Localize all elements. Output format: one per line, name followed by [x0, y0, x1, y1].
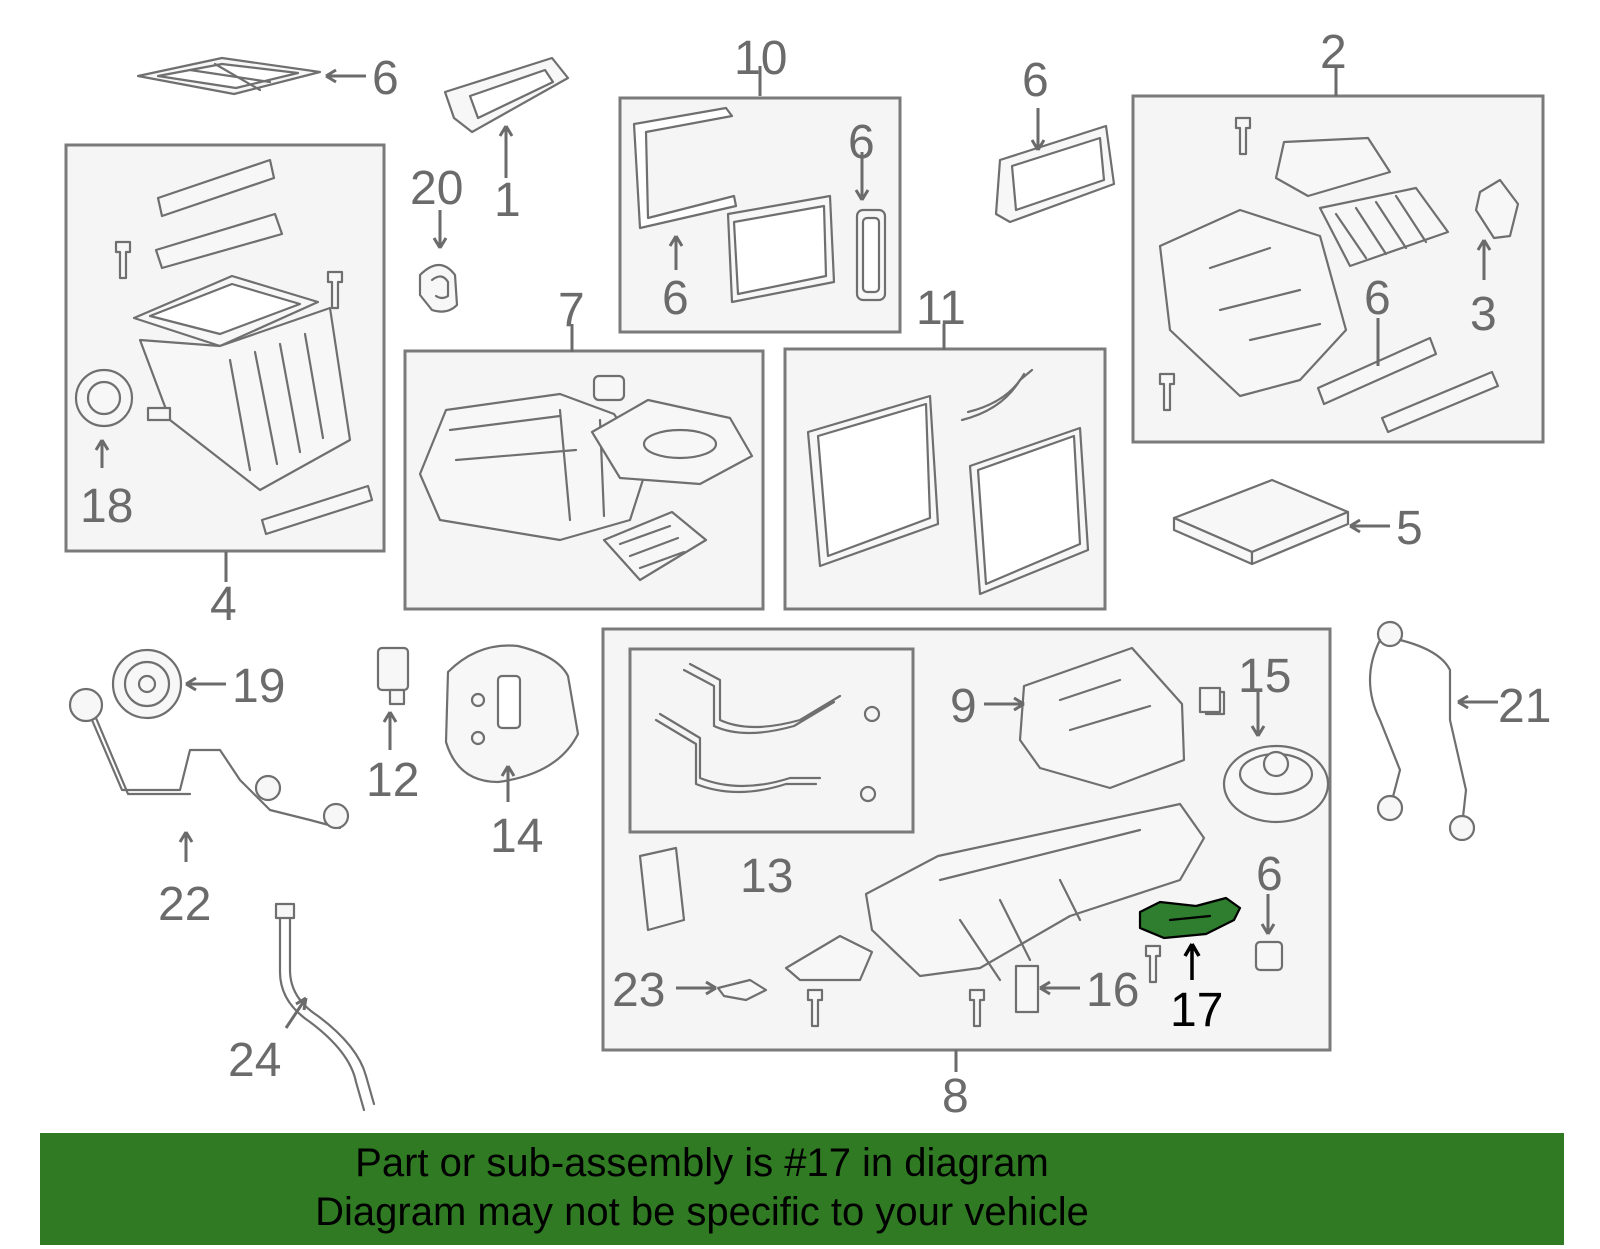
callout-5: 5	[1396, 502, 1423, 555]
evaporator-part-10	[632, 106, 887, 304]
callout-24: 24	[228, 1034, 281, 1087]
callout-1: 1	[494, 174, 521, 227]
cabin-filter-part-5	[1172, 478, 1350, 566]
banner-line-1: Part or sub-assembly is #17 in diagram	[355, 1141, 1049, 1185]
callout-2: 2	[1320, 26, 1347, 79]
harness-part-21	[1368, 620, 1476, 842]
callout-9: 9	[950, 680, 977, 733]
callout-15: 15	[1238, 650, 1291, 703]
callout-16: 16	[1086, 964, 1139, 1017]
banner-line-2: Diagram may not be specific to your vehi…	[315, 1190, 1089, 1234]
callout-3: 3	[1470, 288, 1497, 341]
case-part-9	[1018, 646, 1186, 790]
blower-case-part-2	[1158, 116, 1520, 434]
callout-6-a: 6	[372, 52, 399, 105]
callout-19: 19	[232, 660, 285, 713]
callout-18: 18	[80, 480, 133, 533]
callout-14: 14	[490, 810, 543, 863]
case-half-part-7	[418, 374, 754, 582]
callout-23: 23	[612, 964, 665, 1017]
duct-part-1	[443, 56, 570, 134]
callout-21: 21	[1498, 680, 1551, 733]
gear-part-19	[111, 648, 183, 720]
callout-6-f: 6	[1256, 848, 1283, 901]
heater-case-part-4	[74, 158, 374, 536]
callout-20: 20	[410, 162, 463, 215]
callout-8: 8	[942, 1070, 969, 1123]
info-banner: Part or sub-assembly is #17 in diagram D…	[40, 1133, 1564, 1245]
callout-4: 4	[210, 578, 237, 631]
callout-6-b: 6	[848, 116, 875, 169]
evaporator-core-part-11	[806, 368, 1090, 596]
hose-part-24	[274, 902, 376, 1112]
callout-arrows	[94, 66, 1498, 1072]
callout-7: 7	[558, 284, 585, 337]
part-17-highlighted	[1138, 896, 1242, 940]
lines-part-13	[654, 662, 881, 803]
callout-13: 13	[740, 850, 793, 903]
harness-part-22	[68, 687, 350, 830]
seal-part-20	[418, 263, 459, 313]
callout-22: 22	[158, 878, 211, 931]
door-part-14	[444, 644, 580, 784]
case-part-8	[638, 686, 1284, 1028]
sensor-part-12	[376, 646, 410, 706]
group-box-13	[628, 647, 915, 834]
callout-11: 11	[916, 282, 966, 335]
callout-17: 17	[1170, 984, 1223, 1037]
callout-12: 12	[366, 754, 419, 807]
callout-10: 10	[734, 32, 787, 85]
callout-6-e: 6	[1364, 272, 1391, 325]
callout-labels: 6 1 10 6 6 6 2 3 6 20 7 11 18 4 5 19 12 …	[80, 26, 1551, 1123]
seal-part-6-top-middle	[994, 124, 1116, 224]
filter-part-6-top	[136, 56, 322, 96]
callout-6-d: 6	[1022, 54, 1049, 107]
callout-6-c: 6	[662, 272, 689, 325]
